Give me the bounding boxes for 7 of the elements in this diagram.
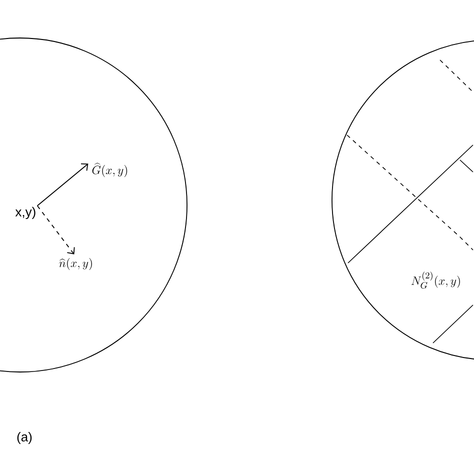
- panel-label: (a): [17, 432, 32, 444]
- math-label: $\widehat{G}(x, y)$: [92, 162, 128, 178]
- math-label: $N_G^{(2)}(x, y)$: [411, 272, 460, 289]
- arrow: [36, 205, 75, 254]
- math-label: $\widehat{n}(x, y)$: [59, 258, 92, 270]
- arrow: [36, 163, 88, 206]
- math-label: x,y): [15, 206, 36, 220]
